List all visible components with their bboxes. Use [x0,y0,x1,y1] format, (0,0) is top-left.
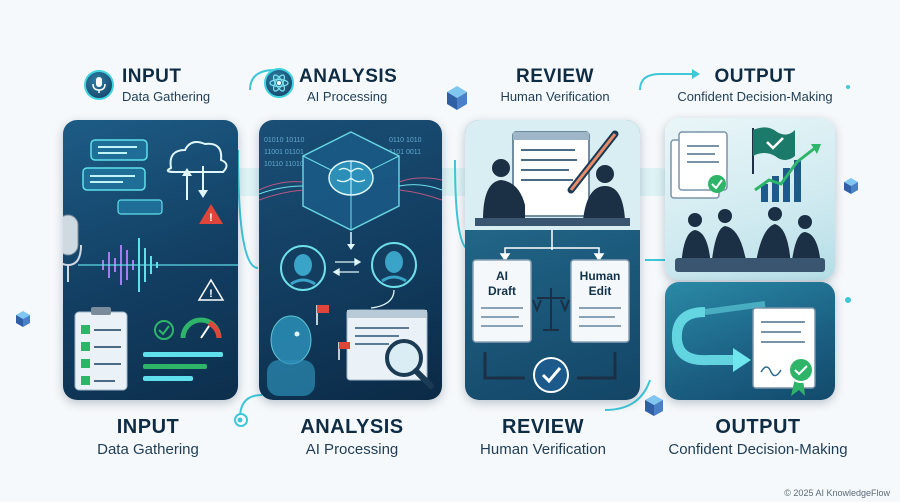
decor-cube-icon [447,86,467,110]
footer-input-title: INPUT [116,416,180,438]
footer-output: OUTPUT Confident Decision-Making [648,416,868,458]
check-circle-icon [154,320,174,340]
decor-dot [846,85,850,89]
ai-draft-label-line1: AI [496,269,508,283]
ai-humanoid-icon [267,315,315,396]
svg-text:1101 0011: 1101 0011 [389,149,421,156]
svg-text:!: ! [209,288,213,300]
footer-input-subtitle: Data Gathering [97,441,199,458]
header-input-subtitle: Data Gathering [122,89,211,104]
ai-draft-document: AI Draft [472,259,532,343]
flow-curve [639,73,692,91]
footer-analysis: ANALYSIS AI Processing [282,416,422,458]
svg-text:0110 1010: 0110 1010 [389,137,422,144]
header-analysis: ANALYSIS AI Processing [299,66,429,104]
ai-robot-head-icon [280,245,326,291]
human-edit-document: Human Edit [570,259,630,343]
ai-draft-label-line2: Draft [488,284,516,298]
meeting-table [475,218,630,226]
header-review: REVIEW Human Verification [470,66,640,104]
copyright-text: © 2025 AI KnowledgeFlow [784,488,890,498]
meeting-table [675,258,825,272]
input-panel: ! ! [63,120,238,400]
clipboard-checklist-icon [74,307,128,391]
header-analysis-title: ANALYSIS [299,66,398,87]
header-review-title: REVIEW [516,66,594,87]
microphone-icon [84,70,114,100]
cloud-sync-icon [166,141,228,200]
binary-data-stream: 01010 10110 11001 01101 10110 11010 0110 1… [264,137,422,168]
svg-text:11001 01101: 11001 01101 [264,149,304,156]
footer-output-subtitle: Confident Decision-Making [668,441,848,458]
flow-curve [237,149,259,269]
decor-dot [845,297,851,303]
ai-robot-head-icon [371,242,417,288]
warning-icon: ! [199,204,223,224]
header-analysis-subtitle: AI Processing [307,89,388,104]
verified-check-icon [533,357,569,393]
footer-analysis-title: ANALYSIS [300,416,404,438]
decor-cube-icon [16,311,30,327]
header-input: INPUT Data Gathering [122,66,242,104]
human-edit-label-line2: Edit [589,284,612,298]
ai-brain-cube-icon [302,131,400,231]
svg-text:10110 11010: 10110 11010 [264,161,304,168]
flow-node-core [237,417,243,423]
person-silhouette-icon [583,165,625,220]
pencil-icon [567,130,619,194]
output-panel-bottom [665,282,835,400]
footer-input: INPUT Data Gathering [78,416,218,458]
loop-arrow-icon [671,301,766,372]
chat-bubbles-icon [82,139,163,215]
magnifier-icon [385,339,434,389]
header-output: OUTPUT Confident Decision-Making [655,66,855,104]
output-panel-top [665,118,835,280]
decor-cube-icon [844,178,858,194]
branch-arrows [499,230,605,262]
report-document-icon [670,131,728,199]
check-flag-icon [752,127,795,174]
flag-icon [316,305,329,325]
review-panel: AI Draft Human Edit [465,120,640,400]
header-output-title: OUTPUT [714,66,796,87]
arrow-head [692,69,700,79]
svg-text:01010 10110: 01010 10110 [264,137,304,144]
warning-icon: ! [197,278,225,301]
analysis-panel: 01010 10110 11001 01101 10110 11010 0110 1… [259,120,442,400]
document-edit-icon [512,131,590,217]
flag-icon [338,342,350,360]
flow-curve [604,379,651,411]
svg-text:!: ! [209,212,213,224]
footer-review-subtitle: Human Verification [480,441,606,458]
decor-cube-icon [645,395,663,416]
gauge-icon [180,317,222,339]
microphone-icon [63,214,82,282]
human-edit-label-line1: Human [580,269,621,283]
header-output-subtitle: Confident Decision-Making [677,89,833,104]
footer-review-title: REVIEW [502,416,584,438]
neural-lines [259,177,442,201]
atom-icon [264,68,294,98]
header-input-title: INPUT [122,66,182,87]
refresh-arrows [483,352,617,380]
progress-bars [143,352,223,381]
person-silhouette-icon [483,159,525,220]
award-badge-icon [788,357,814,396]
balance-scale-icon [532,288,570,331]
growth-chart-icon [754,144,821,202]
footer-output-title: OUTPUT [715,416,801,438]
footer-analysis-subtitle: AI Processing [305,441,399,458]
header-review-subtitle: Human Verification [500,89,610,104]
swap-arrows-icon [332,257,362,277]
footer-review: REVIEW Human Verification [458,416,628,458]
connector-arrow [370,289,395,309]
